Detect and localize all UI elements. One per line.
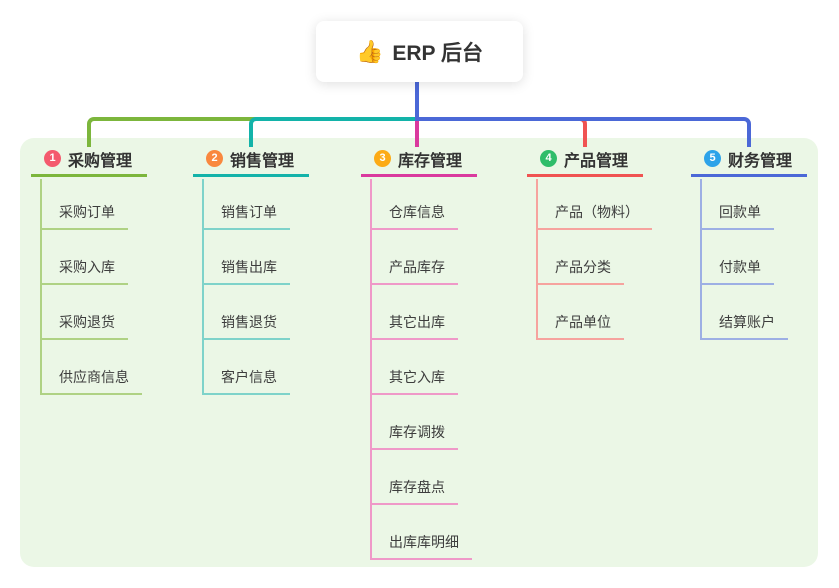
branch-node-label: 产品管理 <box>564 152 629 170</box>
root-connector-line <box>415 81 419 121</box>
leaf-row: 仓库信息 <box>372 179 472 230</box>
branch-children-group: 回款单 付款单 结算账户 <box>700 179 788 340</box>
leaf-row: 销售退货 <box>204 285 290 340</box>
leaf-row: 其它入库 <box>372 340 472 395</box>
leaf-row: 采购订单 <box>42 179 142 230</box>
leaf-row: 客户信息 <box>204 340 290 395</box>
leaf-node[interactable]: 采购订单 <box>42 202 128 230</box>
leaf-row: 销售订单 <box>204 179 290 230</box>
leaf-row: 其它出库 <box>372 285 472 340</box>
leaf-row: 出库库明细 <box>372 505 472 560</box>
branch-node-2[interactable]: 2 销售管理 <box>193 146 309 177</box>
leaf-node[interactable]: 库存盘点 <box>372 477 458 505</box>
leaf-row: 供应商信息 <box>42 340 142 395</box>
leaf-node[interactable]: 采购退货 <box>42 312 128 340</box>
branch-number-badge: 2 <box>206 150 223 167</box>
mindmap-canvas <box>20 138 818 567</box>
branch-node-label: 销售管理 <box>230 152 295 170</box>
branch-children-group: 采购订单 采购入库 采购退货 供应商信息 <box>40 179 142 395</box>
branch-node-1[interactable]: 1 采购管理 <box>31 146 147 177</box>
leaf-row: 库存调拨 <box>372 395 472 450</box>
leaf-row: 销售出库 <box>204 230 290 285</box>
leaf-node[interactable]: 销售退货 <box>204 312 290 340</box>
root-node[interactable]: 👍 ERP 后台 <box>316 21 523 82</box>
branch-node-5[interactable]: 5 财务管理 <box>691 146 807 177</box>
branch-children-group: 仓库信息 产品库存 其它出库 其它入库 库存调拨 库存盘点 出库库明细 <box>370 179 472 560</box>
leaf-row: 回款单 <box>702 179 788 230</box>
branch-number-badge: 3 <box>374 150 391 167</box>
leaf-node[interactable]: 其它出库 <box>372 312 458 340</box>
leaf-node[interactable]: 客户信息 <box>204 367 290 395</box>
leaf-node[interactable]: 仓库信息 <box>372 202 458 230</box>
leaf-node[interactable]: 回款单 <box>702 202 774 230</box>
leaf-row: 产品分类 <box>538 230 652 285</box>
leaf-node[interactable]: 产品（物料） <box>538 202 652 230</box>
branch-connector-line <box>249 117 419 147</box>
leaf-row: 采购退货 <box>42 285 142 340</box>
leaf-row: 付款单 <box>702 230 788 285</box>
leaf-node[interactable]: 产品库存 <box>372 257 458 285</box>
branch-number-badge: 1 <box>44 150 61 167</box>
root-node-label: ERP 后台 <box>392 41 484 65</box>
leaf-node[interactable]: 供应商信息 <box>42 367 142 395</box>
leaf-row: 产品单位 <box>538 285 652 340</box>
branch-node-label: 财务管理 <box>728 152 793 170</box>
branch-connector-line <box>415 121 419 147</box>
leaf-row: 产品库存 <box>372 230 472 285</box>
leaf-node[interactable]: 付款单 <box>702 257 774 285</box>
branch-children-group: 产品（物料） 产品分类 产品单位 <box>536 179 652 340</box>
branch-node-3[interactable]: 3 库存管理 <box>361 146 477 177</box>
leaf-node[interactable]: 库存调拨 <box>372 422 458 450</box>
leaf-node[interactable]: 结算账户 <box>702 312 788 340</box>
branch-number-badge: 4 <box>540 150 557 167</box>
leaf-node[interactable]: 采购入库 <box>42 257 128 285</box>
branch-node-4[interactable]: 4 产品管理 <box>527 146 643 177</box>
leaf-node[interactable]: 出库库明细 <box>372 532 472 560</box>
branch-node-label: 采购管理 <box>68 152 133 170</box>
leaf-row: 库存盘点 <box>372 450 472 505</box>
leaf-row: 采购入库 <box>42 230 142 285</box>
leaf-row: 产品（物料） <box>538 179 652 230</box>
thumbs-up-icon: 👍 <box>355 38 384 64</box>
branch-children-group: 销售订单 销售出库 销售退货 客户信息 <box>202 179 290 395</box>
branch-node-label: 库存管理 <box>398 152 463 170</box>
branch-connector-line <box>415 117 751 147</box>
leaf-node[interactable]: 销售出库 <box>204 257 290 285</box>
leaf-row: 结算账户 <box>702 285 788 340</box>
leaf-node[interactable]: 销售订单 <box>204 202 290 230</box>
leaf-node[interactable]: 其它入库 <box>372 367 458 395</box>
branch-number-badge: 5 <box>704 150 721 167</box>
leaf-node[interactable]: 产品分类 <box>538 257 624 285</box>
leaf-node[interactable]: 产品单位 <box>538 312 624 340</box>
